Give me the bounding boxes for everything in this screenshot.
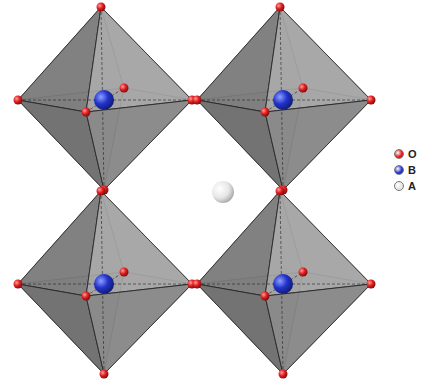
legend-row: B [394,162,417,178]
legend-text: B [408,164,416,176]
legend: OBA [394,146,417,194]
octahedron [193,3,376,195]
legend-text: O [408,148,417,160]
legend-row: O [394,146,417,162]
a-site-atom [212,181,234,203]
octahedron [193,187,376,379]
octahedron [14,187,197,379]
legend-swatch [394,165,404,175]
legend-row: A [394,178,417,194]
legend-swatch [394,149,404,159]
octahedron [14,3,197,195]
legend-swatch [394,181,404,191]
legend-text: A [408,180,416,192]
